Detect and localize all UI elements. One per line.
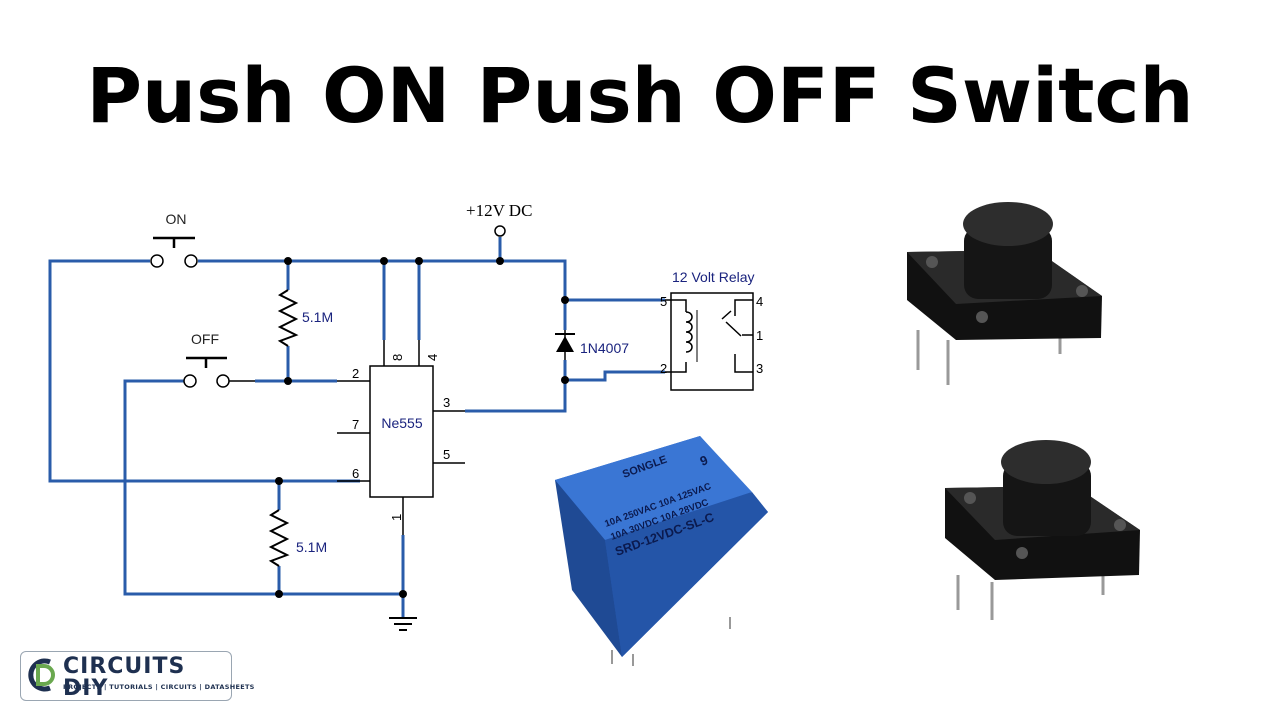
relay-box xyxy=(670,292,754,391)
diode-symbol xyxy=(555,330,575,360)
relay-pin-3: 3 xyxy=(756,361,763,376)
ne555-chip xyxy=(369,365,434,498)
resistor-bottom-label: 5.1M xyxy=(296,539,327,555)
ic-pin-1: 1 xyxy=(389,514,404,521)
page-title: Push ON Push OFF Switch xyxy=(86,51,1194,140)
supply-label: +12V DC xyxy=(466,201,532,220)
on-switch-label: ON xyxy=(166,211,187,227)
ic-pin-4: 4 xyxy=(425,354,440,361)
diode-label: 1N4007 xyxy=(580,340,629,356)
relay-pin-5: 5 xyxy=(660,294,667,309)
relay-number: 9 xyxy=(698,452,710,469)
supply-terminal xyxy=(494,225,506,237)
logo-mark-icon xyxy=(28,658,55,692)
tactile-switch-top xyxy=(907,202,1102,385)
relay-pin-2: 2 xyxy=(660,361,667,376)
resistor-bottom xyxy=(268,509,290,567)
ic-label: Ne555 xyxy=(381,415,422,431)
ic-pin-5: 5 xyxy=(443,447,450,462)
junction-dots xyxy=(275,257,569,598)
relay-pin-4: 4 xyxy=(756,294,763,309)
ic-leads xyxy=(337,340,465,535)
relay-photo: SONGLE 9 10A 250VAC 10A 125VAC 10A 30VDC… xyxy=(555,436,768,666)
wires xyxy=(48,237,665,618)
off-switch-label: OFF xyxy=(191,331,219,347)
tactile-switch-bottom xyxy=(945,440,1140,620)
resistor-top-label: 5.1M xyxy=(302,309,333,325)
logo-tagline: PROJECTS | TUTORIALS | CIRCUITS | DATASH… xyxy=(63,683,255,691)
ic-pin-7: 7 xyxy=(352,417,359,432)
off-pushbutton-symbol xyxy=(180,356,255,388)
ground-symbol xyxy=(389,617,417,631)
logo-name: CIRCUITS DIY xyxy=(63,654,186,701)
ic-pin-6: 6 xyxy=(352,466,359,481)
relay-label: 12 Volt Relay xyxy=(672,269,755,285)
relay-internals xyxy=(665,299,753,373)
ic-pin-2: 2 xyxy=(352,366,359,381)
relay-pin-1: 1 xyxy=(756,328,763,343)
resistor-top xyxy=(277,289,299,347)
on-pushbutton-symbol xyxy=(125,236,220,268)
ic-pin-8: 8 xyxy=(390,354,405,361)
circuits-diy-logo[interactable]: CIRCUITS DIY PROJECTS | TUTORIALS | CIRC… xyxy=(20,651,254,701)
ic-pin-3: 3 xyxy=(443,395,450,410)
